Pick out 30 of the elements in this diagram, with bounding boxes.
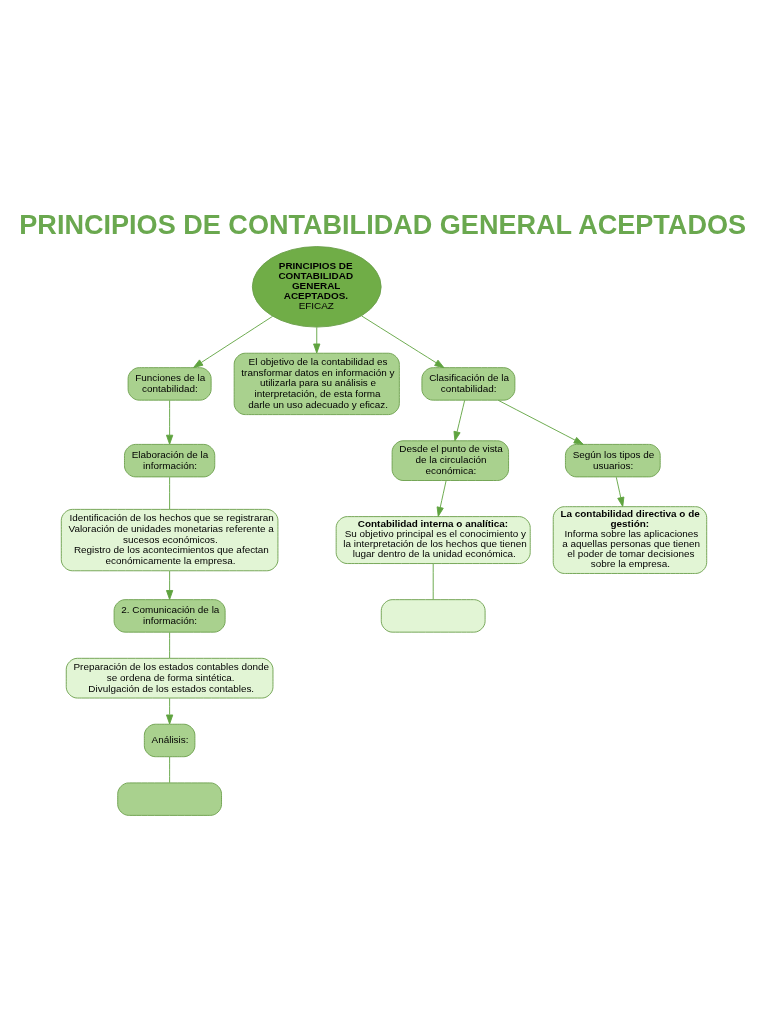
node-box: Identificación de los hechos que se registraran Valoración de unidades monetarias referente a sucesos económicos. Registro de los acontecimientos que afectan económicamente la empresa. [60,508,279,571]
arrow [436,479,447,517]
arrow [166,697,174,724]
diagram-title: PRINCIPIOS DE CONTABILIDAD GENERAL ACEPTADOS [19,208,747,240]
node-box: Desde el punto de vista de la circulación económica: [391,439,509,481]
arrow [166,570,174,600]
node-box: Elaboración de la información: [124,443,216,477]
node-box: Clasificación de la contabilidad: [421,366,516,401]
arrow [166,399,174,445]
node-box [380,598,486,633]
arrow [497,399,584,445]
node-box: El objetivo de la contabilidad es transformar datos en información y utilizarla para su análisis e interpretación, de esta forma darle un uso adecuado y eficaz. [233,352,400,415]
node-box: La contabilidad directiva o de gestión: Informa sobre las aplicaciones a aquellas personas que tienen el poder de tomar decisiones sobre la empresa. [552,505,708,574]
connector [169,755,171,783]
node-box: 2. Comunicación de la información: [113,598,226,633]
arrow [313,326,321,353]
arrow [361,315,445,368]
node-box: Preparación de los estados contables donde se ordena de forma sintética. Divulgación de los estados contables. [65,657,274,698]
connector [169,631,171,659]
node-box: Según los tipos de usuarios: [565,443,661,477]
node-box: Funciones de la contabilidad: [127,366,212,401]
node-box: Análisis: [143,723,196,757]
arrow [453,399,466,441]
connector [169,476,171,510]
node-ellipse: PRINCIPIOS DE CONTABILIDAD GENERAL ACEPTADOS. EFICAZ [251,245,382,328]
node-box: Contabilidad interna o analítica: Su objetivo principal es el conocimiento y la interpretación de los hechos que tienen lugar dentro de la unidad económica. [335,515,531,564]
arrow [193,315,274,368]
node-box [117,781,222,816]
connector [432,562,434,600]
arrow [615,476,625,507]
